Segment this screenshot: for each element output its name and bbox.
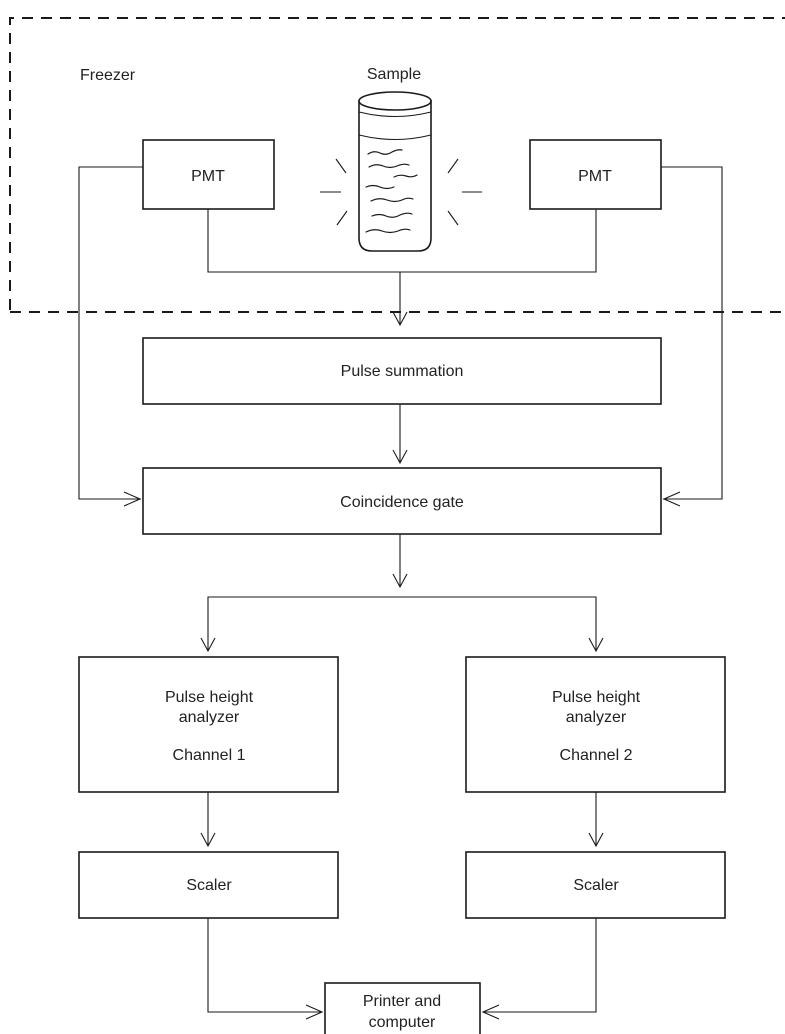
printer-line2: computer <box>369 1014 436 1031</box>
coincidence-gate-label: Coincidence gate <box>340 494 464 511</box>
sample-label: Sample <box>367 66 421 83</box>
pulse-summation-label: Pulse summation <box>341 363 464 380</box>
pha1-channel: Channel 1 <box>173 747 246 764</box>
pha2-channel: Channel 2 <box>560 747 633 764</box>
pmt-right-to-gate-wire <box>661 166 723 507</box>
pha2-line2: analyzer <box>566 709 627 726</box>
pmt-left-to-gate-wire <box>78 166 143 507</box>
pha1-line2: analyzer <box>179 709 240 726</box>
pmt-right-label: PMT <box>578 168 612 185</box>
pulse-height-analyzer-2-box: Pulse height analyzer Channel 2 <box>465 656 726 793</box>
scaler-2-label: Scaler <box>573 877 619 894</box>
scaler-2-box: Scaler <box>465 851 726 919</box>
sample-vial <box>358 91 432 252</box>
gate-to-analyzers-wires <box>200 534 604 653</box>
printer-line1: Printer and <box>363 993 441 1010</box>
pmt-left-box: PMT <box>142 139 275 210</box>
pha2-line1: Pulse height <box>552 689 641 706</box>
summation-to-gate-wire <box>392 404 408 465</box>
scalers-to-printer-wires <box>207 918 597 1020</box>
pulse-summation-box: Pulse summation <box>142 337 662 405</box>
pmt-right-box: PMT <box>529 139 662 210</box>
pulse-height-analyzer-1-box: Pulse height analyzer Channel 1 <box>78 656 339 793</box>
coincidence-gate-box: Coincidence gate <box>142 467 662 535</box>
pmt-left-label: PMT <box>191 168 225 185</box>
scaler-1-box: Scaler <box>78 851 339 919</box>
pha1-line1: Pulse height <box>165 689 254 706</box>
pmt-to-summation-wires <box>207 209 597 327</box>
scaler-1-label: Scaler <box>186 877 232 894</box>
freezer-label: Freezer <box>80 67 136 84</box>
analyzers-to-scalers-wires <box>200 792 604 848</box>
freezer-boundary <box>9 17 785 313</box>
light-emission-rays <box>320 158 482 226</box>
printer-computer-box: Printer and computer <box>324 982 481 1034</box>
